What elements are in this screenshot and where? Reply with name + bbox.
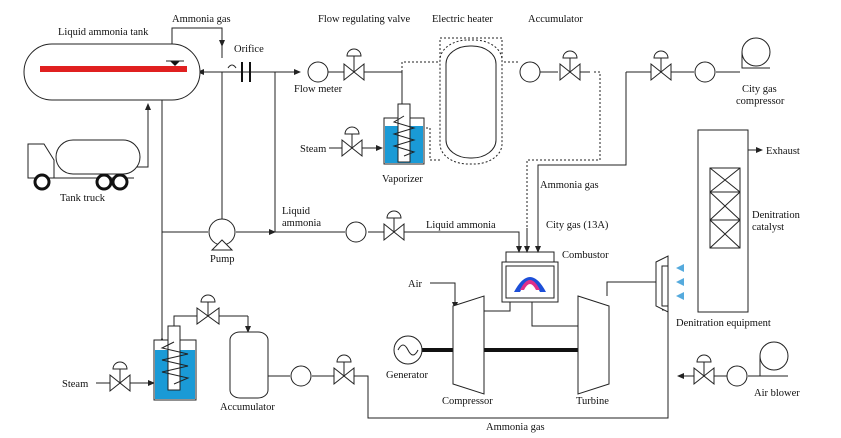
label-denitration-catalyst-2: catalyst xyxy=(752,222,784,233)
air-blower xyxy=(759,341,789,377)
flow-meter xyxy=(307,61,329,83)
label-liquid-ammonia-tank: Liquid ammonia tank xyxy=(58,27,149,38)
flame-inner-icon xyxy=(520,280,540,290)
tank-stripe xyxy=(40,66,187,72)
pump xyxy=(208,218,236,251)
label-exhaust: Exhaust xyxy=(766,146,800,157)
wheel-icon xyxy=(95,173,113,191)
label-flow-meter: Flow meter xyxy=(294,84,343,95)
wheel-icon xyxy=(111,173,129,191)
label-liquid-ammonia-left-1: Liquid xyxy=(282,206,311,217)
accumulator-lower xyxy=(229,331,269,399)
liquid-ammonia-valve xyxy=(383,210,405,242)
label-compressor: Compressor xyxy=(442,396,493,407)
label-denitration-catalyst-1: Denitration xyxy=(752,210,801,221)
label-steam-upper: Steam xyxy=(300,144,326,155)
city-gas-valve xyxy=(650,50,672,82)
wheel-icon xyxy=(33,173,51,191)
label-ammonia-gas-top: Ammonia gas xyxy=(172,14,231,25)
label-vaporizer: Vaporizer xyxy=(382,174,423,185)
air-blower-valve xyxy=(693,354,715,386)
flow-regulating-valve xyxy=(343,48,365,82)
ammonia-gas-valve-lower xyxy=(333,354,355,386)
liquid-ammonia-meter xyxy=(345,221,367,243)
label-electric-heater: Electric heater xyxy=(432,14,493,25)
turbine xyxy=(577,295,610,395)
orifice xyxy=(227,62,251,82)
label-ammonia-gas-bottom: Ammonia gas xyxy=(486,422,545,433)
label-ammonia-gas-mid: Ammonia gas xyxy=(540,180,599,191)
level-indicator-icon xyxy=(170,61,180,66)
label-accumulator-bottom: Accumulator xyxy=(220,402,275,413)
label-steam-lower: Steam xyxy=(62,379,88,390)
label-generator: Generator xyxy=(386,370,428,381)
label-air-blower: Air blower xyxy=(754,388,800,399)
city-gas-meter xyxy=(694,61,716,83)
label-pump: Pump xyxy=(210,254,235,265)
steam-valve-upper xyxy=(341,126,363,158)
label-tank-truck: Tank truck xyxy=(60,193,106,204)
combustor xyxy=(501,251,559,303)
compressor xyxy=(452,295,485,395)
steam-valve-lower xyxy=(109,361,131,393)
label-city-gas-compressor-2: compressor xyxy=(736,96,785,107)
label-air: Air xyxy=(408,279,423,290)
label-liquid-ammonia-right: Liquid ammonia xyxy=(426,220,496,231)
ammonia-gas-meter-lower xyxy=(290,365,312,387)
liquid-ammonia-tank xyxy=(23,43,201,101)
electric-heater-accumulator xyxy=(439,39,503,165)
city-gas-compressor xyxy=(741,37,771,69)
label-combustor: Combustor xyxy=(562,250,609,261)
label-turbine: Turbine xyxy=(576,396,609,407)
denitration-stack xyxy=(697,129,749,313)
denitration-equipment xyxy=(655,255,684,313)
generator xyxy=(393,335,423,365)
valve-lower-loop xyxy=(196,294,220,325)
label-accumulator-top: Accumulator xyxy=(528,14,583,25)
label-city-gas-13a: City gas (13A) xyxy=(546,220,609,231)
label-denitration-equipment: Denitration equipment xyxy=(676,318,771,329)
vaporizer-lower xyxy=(153,325,197,401)
label-flow-regulating-valve: Flow regulating valve xyxy=(318,14,410,25)
label-liquid-ammonia-left-2: ammonia xyxy=(282,218,321,229)
flow-meter-accumulator xyxy=(519,61,541,83)
valve-accumulator-outlet xyxy=(559,50,581,82)
vaporizer-upper xyxy=(383,103,425,165)
air-blower-meter xyxy=(726,365,748,387)
tank-truck xyxy=(27,139,141,191)
label-city-gas-compressor-1: City gas xyxy=(742,84,777,95)
label-orifice: Orifice xyxy=(234,44,264,55)
labels: Ammonia gas Liquid ammonia tank Orifice … xyxy=(58,14,801,433)
piping xyxy=(96,27,763,419)
